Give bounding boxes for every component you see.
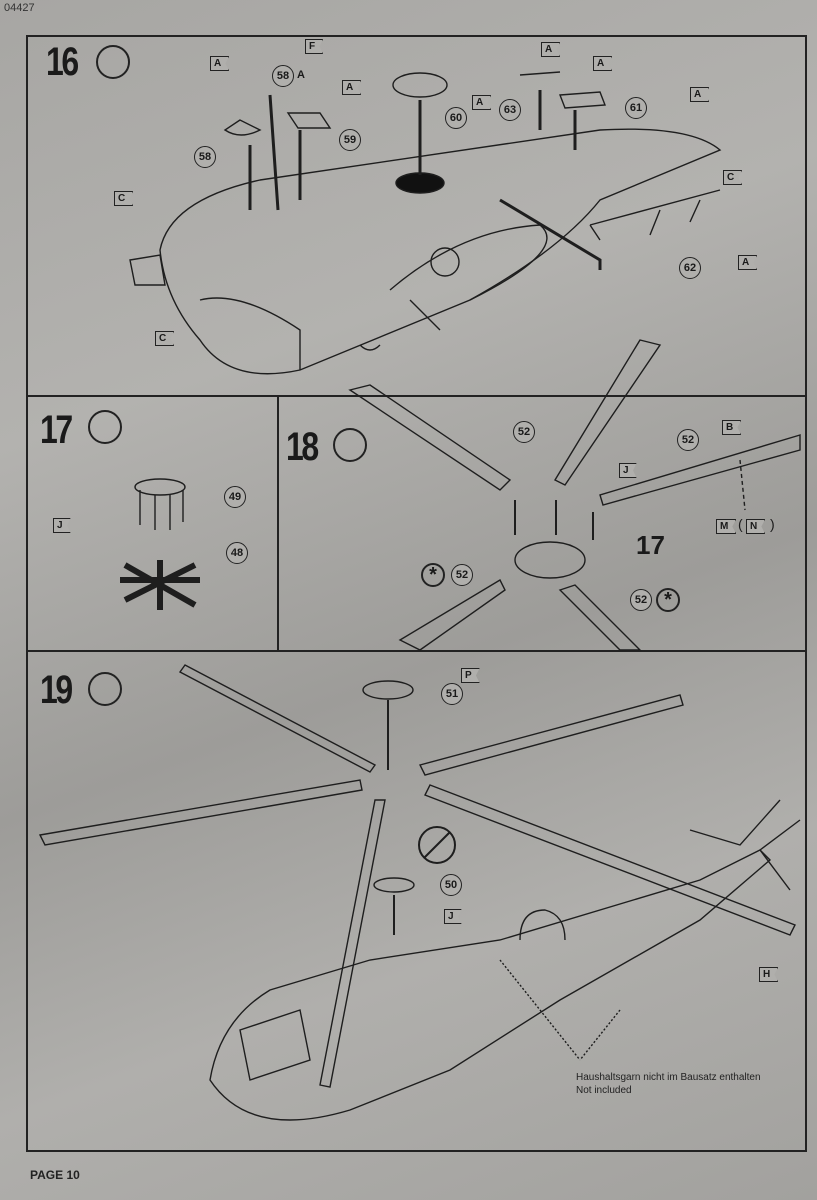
rotor-head-drawing xyxy=(120,478,200,610)
part-flag: A xyxy=(738,255,758,270)
panel-step-19 xyxy=(26,650,807,1152)
note-english: Not included xyxy=(576,1085,632,1096)
part-number: 63 xyxy=(499,99,521,121)
rotor-blades-drawing xyxy=(348,339,801,651)
part-number: 51 xyxy=(441,683,463,705)
glue-icon xyxy=(88,672,122,706)
part-number: 62 xyxy=(679,257,701,279)
part-number: 48 xyxy=(226,542,248,564)
part-number: 52 xyxy=(677,429,699,451)
part-suffix: A xyxy=(297,69,305,81)
part-number: 52 xyxy=(630,589,652,611)
glue-icon xyxy=(333,428,367,462)
step-number-18: 18 xyxy=(286,425,319,469)
part-number: 49 xyxy=(224,486,246,508)
document-id: 04427 xyxy=(4,2,35,14)
fuselage-top-drawing xyxy=(129,71,722,375)
helicopter-drawing xyxy=(38,664,801,1121)
part-number: 61 xyxy=(625,97,647,119)
glue-icon xyxy=(96,45,130,79)
part-number: 58 xyxy=(272,65,294,87)
paren-close: ) xyxy=(770,516,775,532)
asterisk-icon: * xyxy=(421,563,445,587)
paren-open: ( xyxy=(738,516,743,532)
subassembly-label: 17 xyxy=(636,530,665,560)
part-number: 52 xyxy=(513,421,535,443)
part-number: 60 xyxy=(445,107,467,129)
step-number-19: 19 xyxy=(40,668,73,712)
part-flag: A xyxy=(210,56,230,71)
part-number: 50 xyxy=(440,874,462,896)
page-number: PAGE 10 xyxy=(30,1168,80,1182)
glue-icon xyxy=(88,410,122,444)
part-number: 58 xyxy=(194,146,216,168)
asterisk-icon: * xyxy=(656,588,680,612)
note-german: Haushaltsgarn nicht im Bausatz enthalten xyxy=(576,1072,761,1083)
step-number-16: 16 xyxy=(46,40,79,84)
part-number: 52 xyxy=(451,564,473,586)
part-number: 59 xyxy=(339,129,361,151)
step-number-17: 17 xyxy=(40,408,73,452)
